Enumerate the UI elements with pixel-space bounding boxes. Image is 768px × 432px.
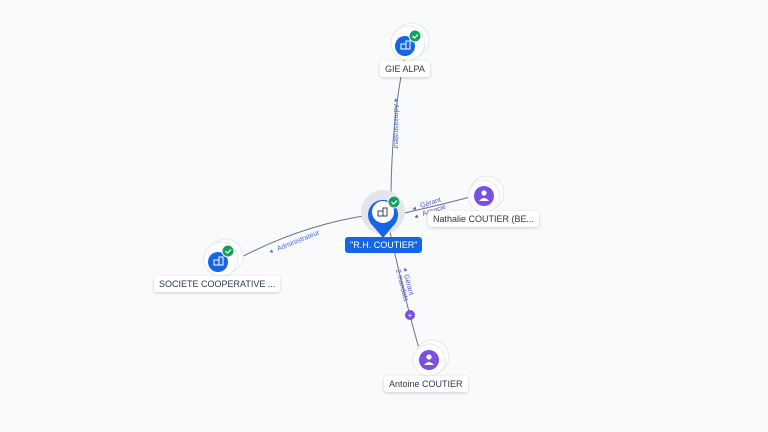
edge-label-antoine: ◂ Gérant 2 mandats + (394, 267, 415, 320)
node-gie-alpa[interactable] (390, 22, 430, 61)
edge-societe[interactable] (231, 214, 371, 263)
edge-label-societe: ◂ Administrateur (268, 229, 321, 256)
verified-check-icon (221, 244, 235, 258)
node-societe[interactable] (203, 238, 244, 277)
person-icon (479, 190, 489, 201)
node-label-gie-alpa[interactable]: GIE ALPA (380, 61, 430, 77)
edge-arrow-icon: ◂ (413, 213, 419, 221)
plus-icon: + (408, 311, 413, 320)
building-icon (400, 40, 411, 50)
edge-arrow-icon: ◂ (268, 248, 274, 256)
node-antoine[interactable] (412, 339, 450, 377)
verified-check-icon (387, 195, 401, 209)
node-center[interactable] (361, 190, 405, 238)
verified-check-icon (408, 29, 422, 43)
edge-arrow-icon: ◂ (392, 98, 399, 102)
edge-arrow-icon: ◂ (411, 205, 417, 213)
node-label-antoine[interactable]: Antoine COUTIER (384, 376, 468, 392)
expand-mandates-button[interactable]: + (405, 310, 415, 320)
edge-label-gie-alpa: ◂ Administrateur (392, 98, 399, 150)
edge-arrow-icon: ◂ (401, 267, 409, 273)
node-label-nathalie[interactable]: Nathalie COUTIER (BE... (428, 211, 540, 227)
building-icon (377, 207, 388, 217)
node-nathalie[interactable] (467, 175, 505, 213)
edge-label-text: Administrateur (392, 104, 399, 150)
center-node-label[interactable]: "R.H. COUTIER" (345, 237, 423, 253)
building-icon (213, 256, 224, 266)
person-icon (424, 354, 434, 365)
node-label-societe[interactable]: SOCIETE COOPERATIVE ... (154, 276, 281, 292)
